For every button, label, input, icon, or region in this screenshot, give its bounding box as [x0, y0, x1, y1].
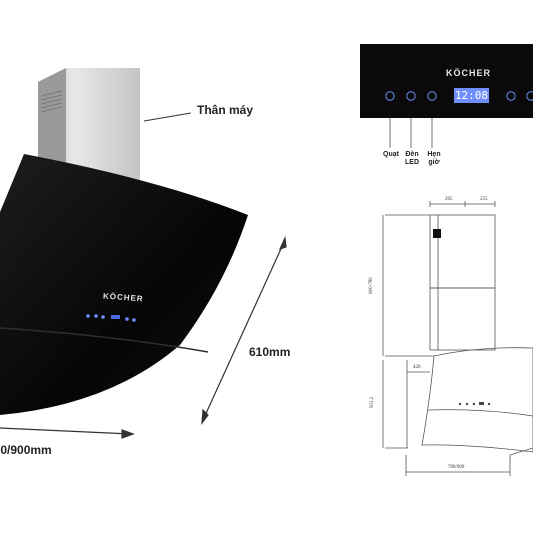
control-label-fan: Quạt — [383, 151, 399, 158]
dim-chimney-height: 600-780 — [368, 277, 374, 294]
width-arrow — [0, 427, 135, 439]
control-panel: KÖCHER — [360, 44, 533, 118]
label-width: 700/900mm — [0, 443, 52, 457]
vent-grill — [40, 90, 63, 113]
hood-seam — [0, 327, 209, 353]
dim-depth: 420 — [413, 365, 421, 370]
dim-top-left: 265 — [445, 197, 453, 202]
dim-bottom-width: 700/900 — [448, 465, 465, 470]
photo-controls — [86, 314, 136, 322]
clock-text: 12:08 — [454, 89, 489, 102]
dim-top-right: 255 — [480, 197, 488, 202]
height-arrow — [201, 235, 287, 426]
glass-panel — [0, 154, 248, 415]
body-leader — [143, 112, 192, 122]
panel-brand-logo: KÖCHER — [446, 68, 492, 78]
label-body: Thân máy — [197, 103, 254, 117]
label-height: 610mm — [249, 345, 291, 359]
dim-hood-height: 501.2 — [370, 396, 376, 409]
